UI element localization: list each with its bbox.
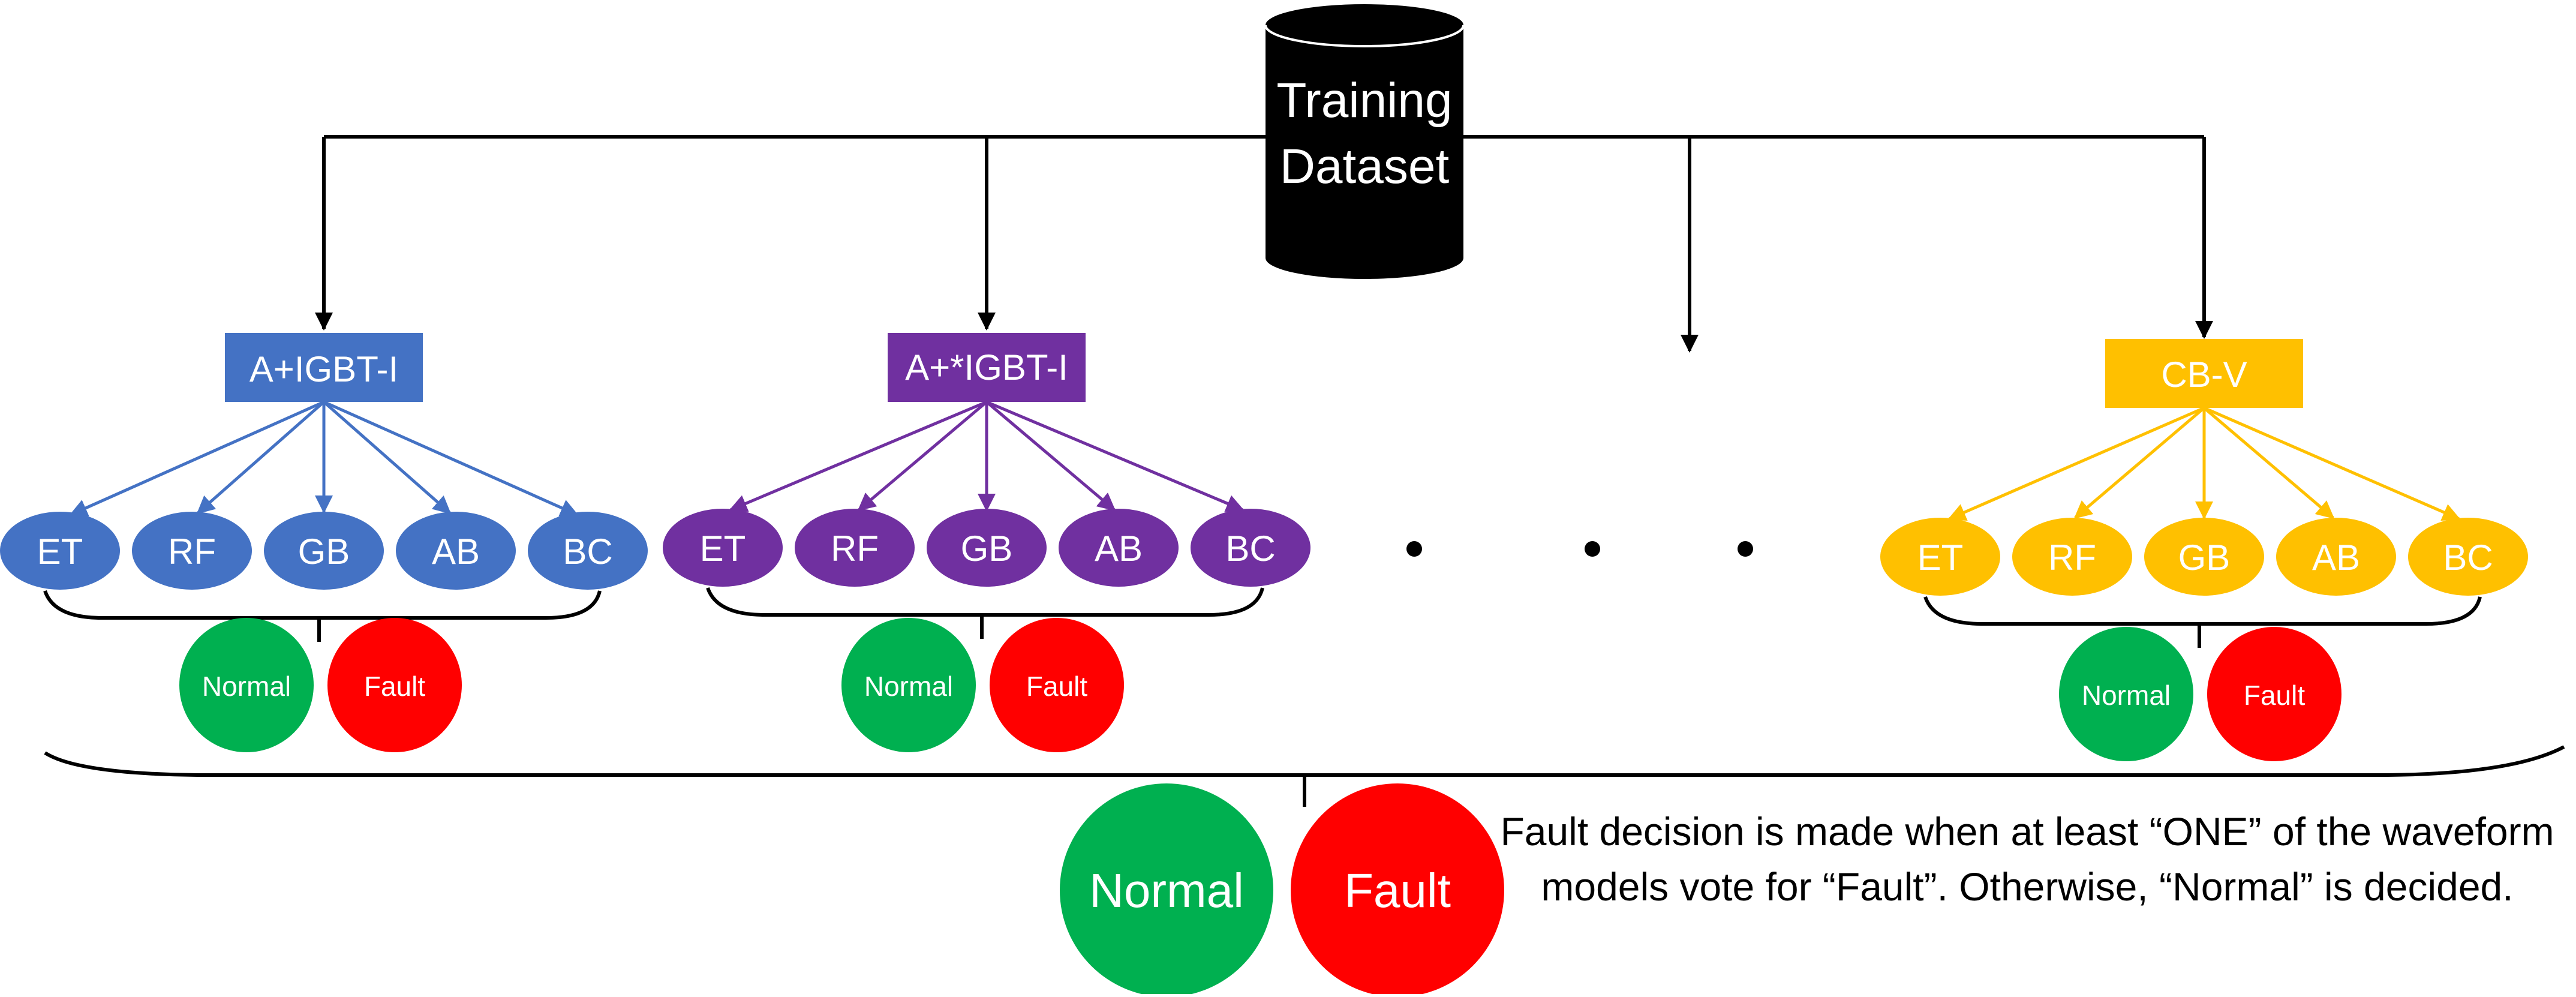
model-label: GB <box>2178 537 2231 578</box>
model-label: AB <box>1095 528 1143 569</box>
final-normal-label: Normal <box>1089 864 1244 917</box>
model-group-2: A+*IGBT-I ET RF GB AB BC Normal Fault <box>663 333 1310 752</box>
model-et-2 <box>663 509 783 587</box>
final-fault-circle <box>1291 783 1504 997</box>
database-label-line1: Training <box>1276 73 1452 128</box>
model-label: RF <box>168 531 216 572</box>
model-label: ET <box>1917 537 1964 578</box>
model-label: ET <box>700 528 746 569</box>
final-brace <box>44 745 2565 777</box>
model-arrows-1 <box>69 400 579 516</box>
group-label-box-2 <box>888 333 1086 402</box>
fault-circle-2 <box>990 618 1124 752</box>
fault-circle-1 <box>327 618 462 752</box>
final-normal-circle <box>1060 783 1273 997</box>
fault-circle-3 <box>2207 627 2341 761</box>
model-bc-2 <box>1191 509 1310 587</box>
model-rf-3 <box>2012 518 2132 596</box>
fault-label-1: Fault <box>364 671 425 702</box>
model-rf-2 <box>795 509 915 587</box>
model-label: RF <box>2048 537 2096 578</box>
model-ellipses-3: ET RF GB AB BC <box>1880 518 2528 596</box>
model-bc-3 <box>2408 518 2528 596</box>
model-label: BC <box>1225 528 1275 569</box>
model-ab-2 <box>1059 509 1179 587</box>
model-label: BC <box>563 531 612 572</box>
normal-label-2: Normal <box>864 671 953 702</box>
model-gb-2 <box>927 509 1047 587</box>
final-fault-label: Fault <box>1344 864 1451 917</box>
normal-label-3: Normal <box>2082 680 2171 711</box>
normal-label-1: Normal <box>202 671 291 702</box>
model-label: ET <box>37 531 83 572</box>
normal-circle-3 <box>2059 627 2193 761</box>
model-label: GB <box>961 528 1013 569</box>
model-arrows-3 <box>1947 406 2461 521</box>
group-label-1: A+IGBT-I <box>250 349 398 389</box>
model-bc-1 <box>528 512 648 590</box>
model-arrows-2 <box>729 400 1245 512</box>
decision-rule-note: Fault decision is made when at least “ON… <box>1500 809 2554 909</box>
group-label-box-1 <box>225 333 423 402</box>
model-label: BC <box>2443 537 2493 578</box>
fault-label-2: Fault <box>1026 671 1087 702</box>
normal-circle-1 <box>179 618 314 752</box>
group-brace-1 <box>43 590 602 620</box>
model-rf-1 <box>132 512 252 590</box>
group-label-2: A+*IGBT-I <box>905 347 1068 388</box>
model-et-1 <box>0 512 120 590</box>
model-gb-3 <box>2144 518 2264 596</box>
model-group-1: A+IGBT-I ET RF GB AB BC Normal Fault <box>0 333 648 752</box>
model-label: AB <box>432 531 480 572</box>
model-label: RF <box>831 528 879 569</box>
model-ab-3 <box>2276 518 2396 596</box>
model-label: AB <box>2312 537 2360 578</box>
final-decision: Normal Fault <box>1060 783 1504 997</box>
group-label-box-3 <box>2105 339 2303 408</box>
model-ab-1 <box>396 512 516 590</box>
model-ellipses-2: ET RF GB AB BC <box>663 509 1310 587</box>
normal-circle-2 <box>841 618 976 752</box>
distribution-connectors <box>315 135 2213 353</box>
model-gb-1 <box>264 512 384 590</box>
model-group-3: CB-V ET RF GB AB BC Normal Fault <box>1880 339 2528 761</box>
model-et-3 <box>1880 518 2000 596</box>
model-ellipses-1: ET RF GB AB BC <box>0 512 648 590</box>
group-brace-3 <box>1923 596 2482 626</box>
group-brace-2 <box>706 587 1264 617</box>
database-label-line2: Dataset <box>1280 139 1450 194</box>
model-label: GB <box>298 531 350 572</box>
group-label-3: CB-V <box>2161 355 2247 395</box>
fault-label-3: Fault <box>2244 680 2305 711</box>
more-models-ellipsis <box>1406 541 1753 557</box>
training-dataset-cylinder: Training Dataset <box>1264 4 1465 279</box>
